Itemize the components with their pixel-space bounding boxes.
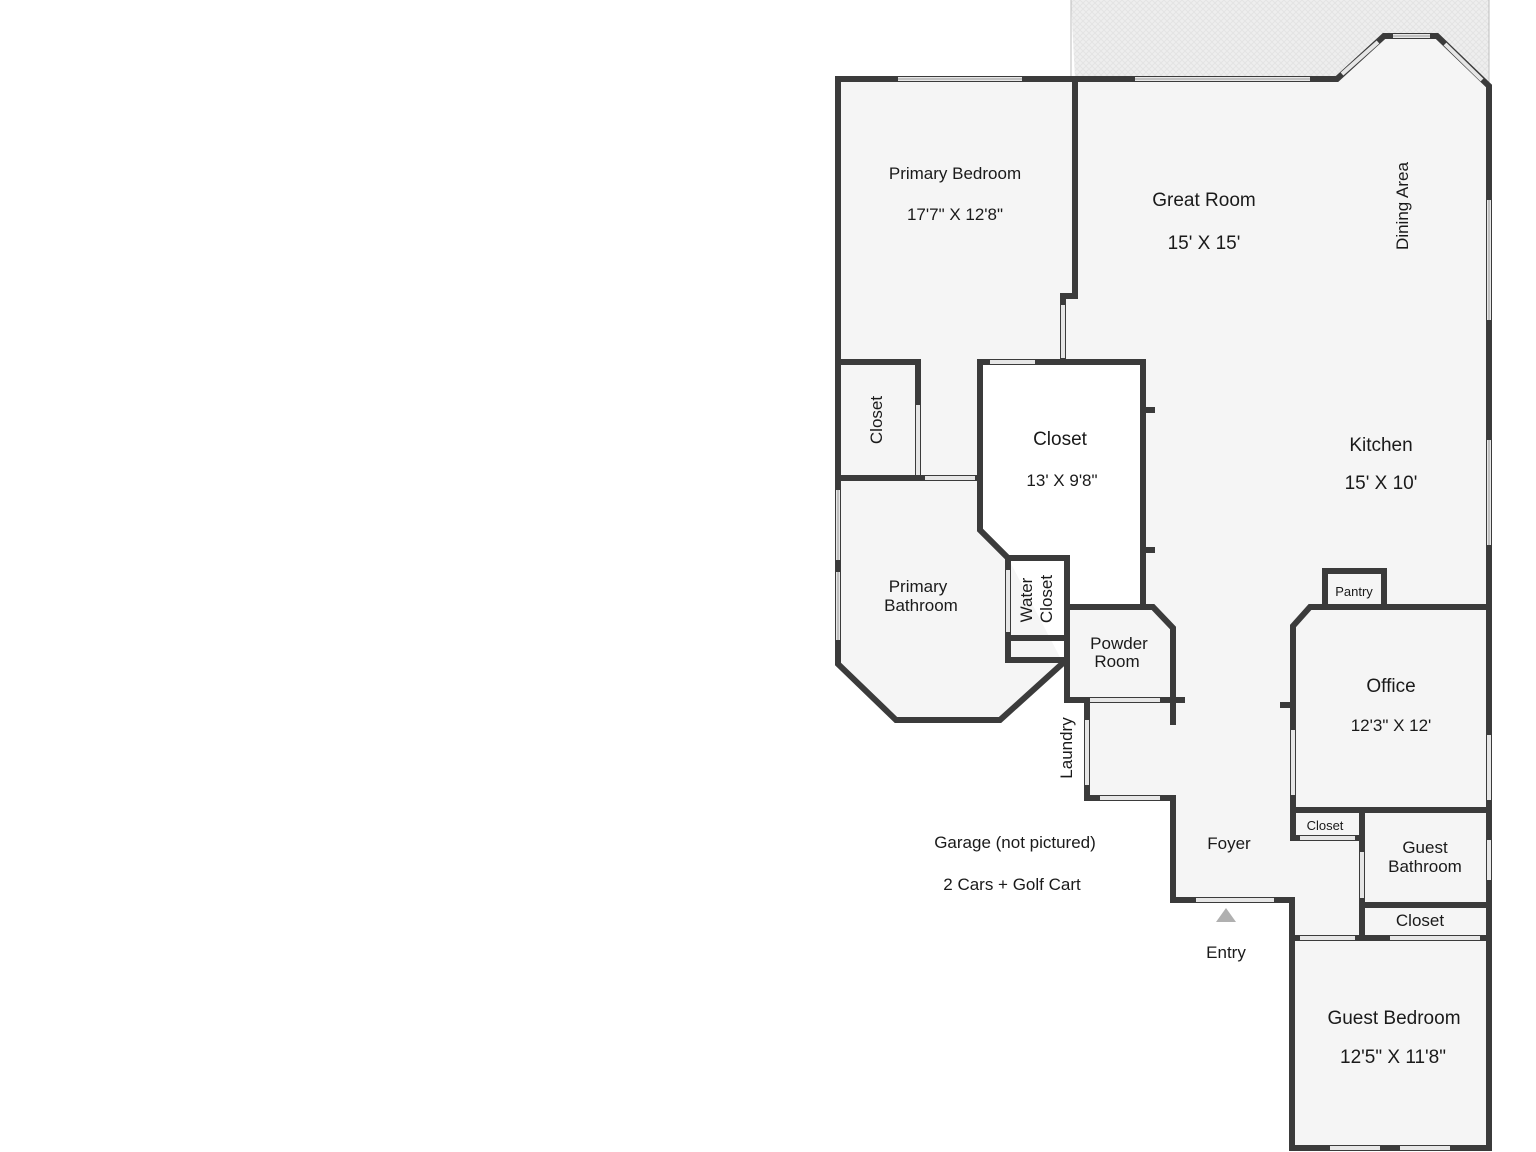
office-name: Office	[1366, 676, 1415, 697]
closet-guest-name: Closet	[1396, 911, 1444, 930]
guest-bathroom-line1: Guest	[1402, 838, 1448, 857]
closet-small-name: Closet	[1307, 818, 1344, 833]
guest-bathroom-line2: Bathroom	[1388, 857, 1462, 876]
water-closet-line2: Closet	[1037, 575, 1056, 623]
garage-line2: 2 Cars + Golf Cart	[943, 875, 1081, 894]
closet-left-name: Closet	[867, 396, 886, 444]
walk-in-closet-dims: 13' X 9'8"	[1026, 471, 1097, 490]
patio	[1071, 0, 1489, 86]
floor-fill	[838, 36, 1489, 1148]
guest-bedroom-dims: 12'5" X 11'8"	[1340, 1047, 1446, 1068]
primary-bathroom-line2: Bathroom	[884, 596, 958, 615]
primary-bedroom-name: Primary Bedroom	[889, 164, 1021, 183]
guest-bedroom-name: Guest Bedroom	[1327, 1008, 1460, 1029]
laundry-name: Laundry	[1057, 717, 1076, 779]
powder-room-line1: Powder	[1090, 634, 1148, 653]
windows	[836, 34, 1491, 1150]
dining-area-name: Dining Area	[1393, 162, 1412, 250]
powder-room-line2: Room	[1094, 652, 1139, 671]
primary-bedroom-dims: 17'7" X 12'8"	[907, 205, 1003, 224]
walk-in-closet-name: Closet	[1033, 429, 1088, 450]
great-room-dims: 15' X 15'	[1168, 233, 1241, 254]
primary-bathroom-line1: Primary	[889, 577, 948, 596]
entry-label: Entry	[1206, 943, 1246, 962]
kitchen-dims: 15' X 10'	[1345, 473, 1418, 494]
foyer-name: Foyer	[1207, 834, 1251, 853]
office-dims: 12'3" X 12'	[1351, 716, 1432, 735]
pantry-name: Pantry	[1335, 584, 1373, 599]
water-closet-line1: Water	[1017, 577, 1036, 622]
great-room-name: Great Room	[1152, 190, 1255, 211]
entry-arrow-icon	[1216, 908, 1236, 922]
kitchen-name: Kitchen	[1349, 435, 1412, 456]
garage-line1: Garage (not pictured)	[934, 833, 1096, 852]
room-labels: Primary Bedroom 17'7" X 12'8" Great Room…	[867, 162, 1462, 1068]
